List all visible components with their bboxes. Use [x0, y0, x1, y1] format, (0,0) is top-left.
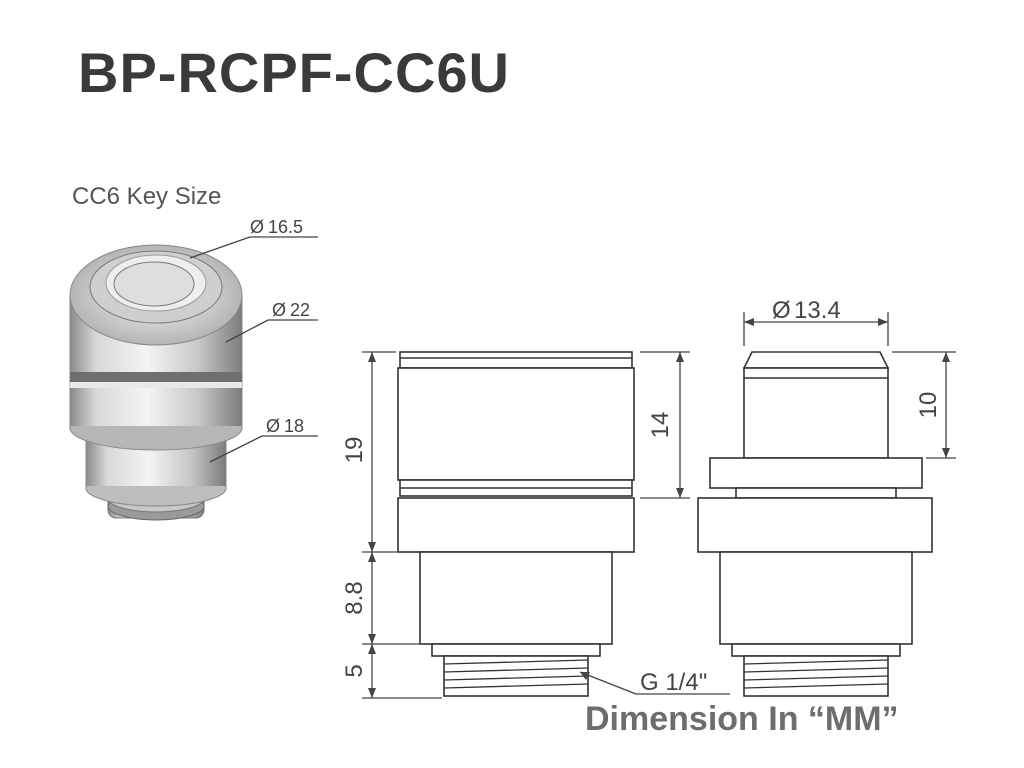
diameter-symbol: Ø — [250, 217, 264, 237]
key-view — [697, 351, 933, 697]
key-view-arrows — [744, 318, 950, 458]
key-size-label: CC6 Key Size — [72, 183, 222, 210]
dim-upper-part: 14 — [647, 412, 674, 439]
product-title: BP-RCPF-CC6U — [78, 41, 510, 104]
dim-middle: 8.8 — [341, 581, 368, 614]
side-view-arrows — [368, 352, 684, 698]
dim-lower: 18 — [284, 416, 304, 436]
photo-leaders — [189, 236, 318, 463]
thread-spec-label: G 1/4" — [640, 669, 707, 696]
dim-key-height: 10 — [915, 392, 942, 419]
diameter-symbol: Ø — [266, 416, 280, 436]
side-view-threads — [443, 659, 589, 689]
diameter-symbol: Ø — [272, 300, 286, 320]
key-view-dim-lines — [743, 312, 956, 459]
dim-body: 22 — [290, 300, 310, 320]
dim-key-diameter: 13.4 — [794, 297, 841, 324]
side-view — [397, 351, 635, 697]
dim-thread: 5 — [341, 664, 368, 677]
dim-top-inner: 16.5 — [268, 217, 303, 237]
fitting-render — [69, 244, 243, 521]
key-view-threads — [743, 659, 889, 689]
diameter-symbol: Ø — [772, 297, 791, 324]
dim-total-upper: 19 — [341, 437, 368, 464]
dimension-unit-note: Dimension In “MM” — [585, 700, 899, 738]
